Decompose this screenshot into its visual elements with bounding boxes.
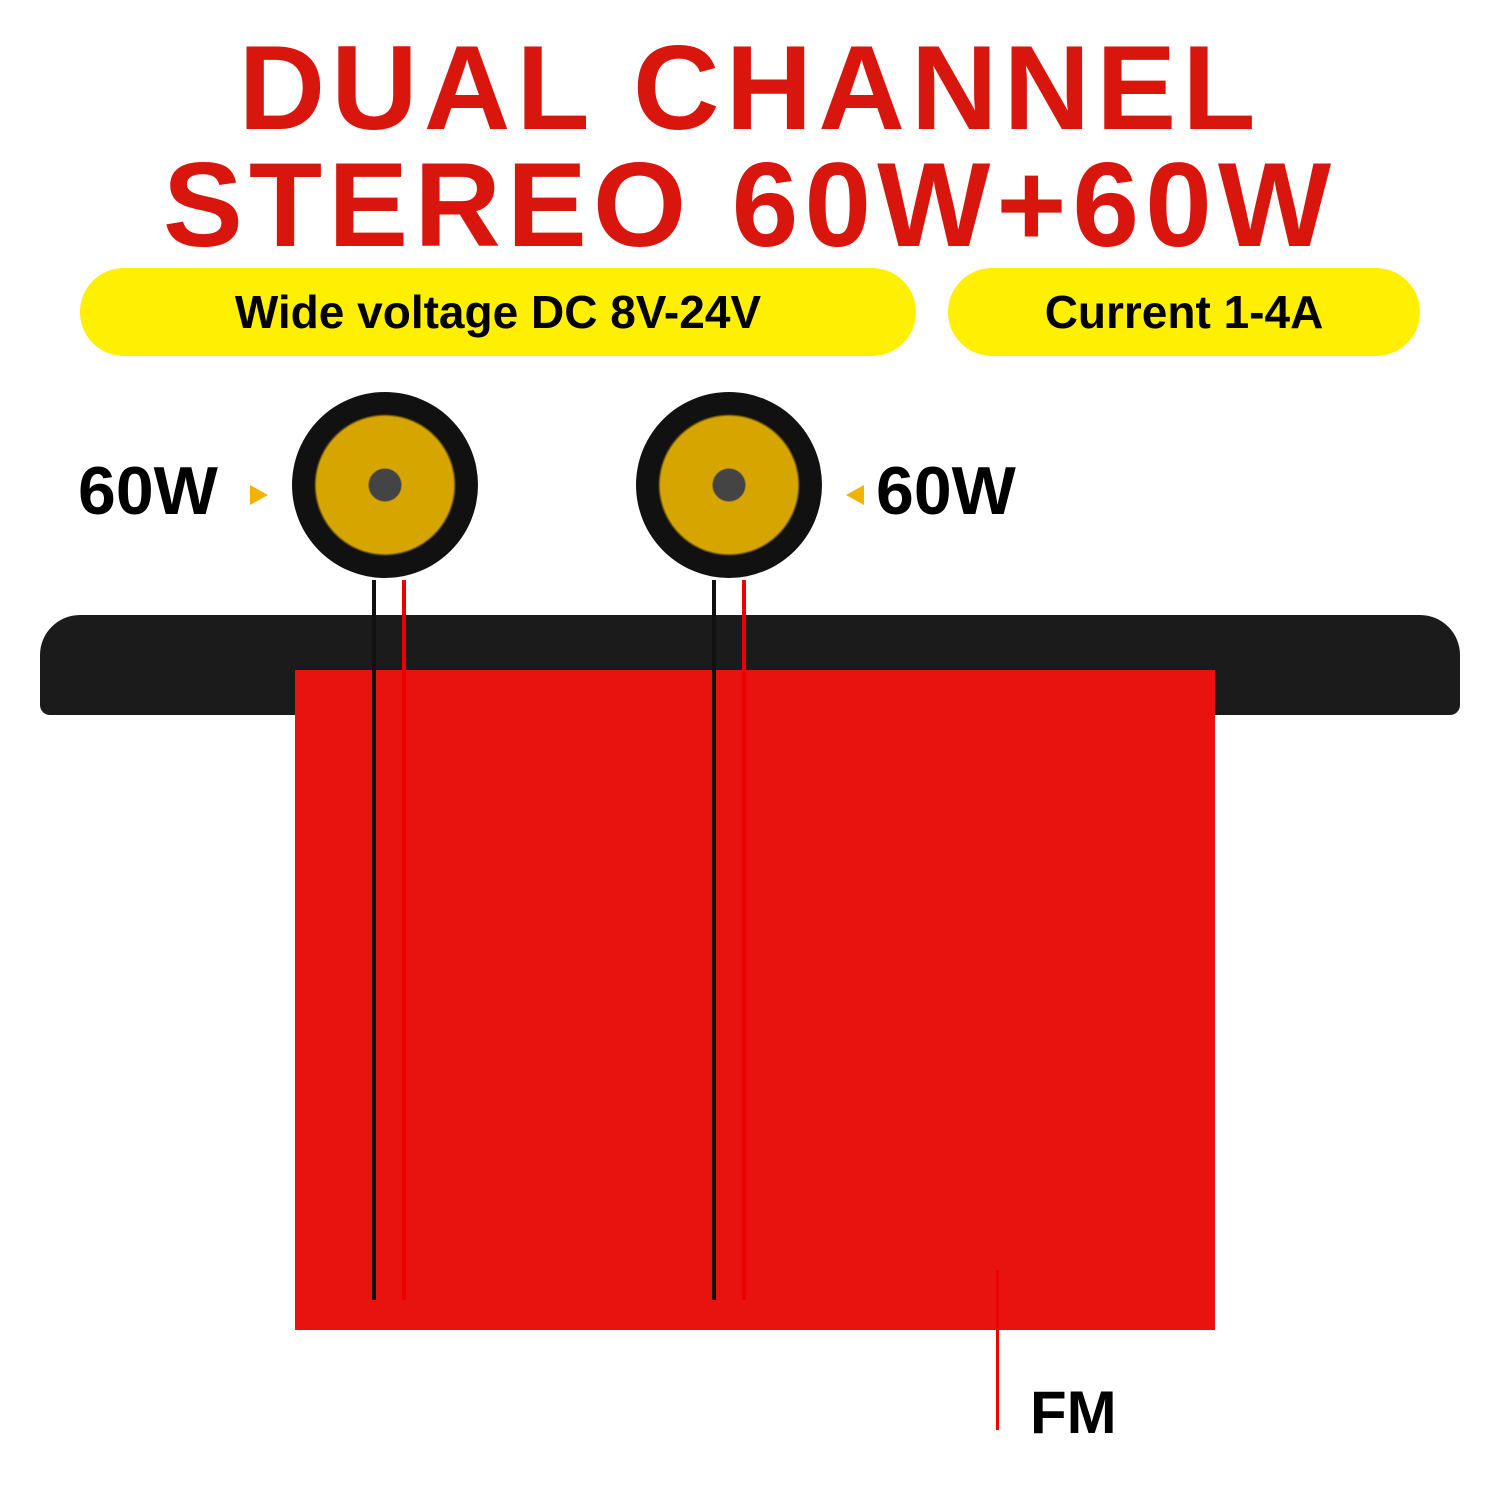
- left-wire-black: [372, 580, 376, 1300]
- fm-label: FM: [1030, 1379, 1117, 1446]
- right-speaker-label: 60W: [876, 453, 1016, 529]
- headline-line1: DUAL CHANNEL: [238, 21, 1262, 155]
- left-wire-red: [402, 580, 406, 1300]
- left-arrow-icon: [250, 485, 268, 505]
- right-speaker-icon: [636, 392, 822, 578]
- voltage-badge: Wide voltage DC 8V-24V: [80, 268, 916, 356]
- pcb: [295, 670, 1215, 1330]
- headline-line2: STEREO 60W+60W: [162, 138, 1338, 272]
- left-speaker-label: 60W: [78, 453, 218, 529]
- left-speaker-icon: [292, 392, 478, 578]
- amplifier-board: [40, 615, 1460, 1335]
- current-badge: Current 1-4A: [948, 268, 1420, 356]
- right-arrow-icon: [846, 485, 864, 505]
- fm-wire: [996, 1270, 999, 1430]
- right-wire-black: [712, 580, 716, 1300]
- right-wire-red: [742, 580, 746, 1300]
